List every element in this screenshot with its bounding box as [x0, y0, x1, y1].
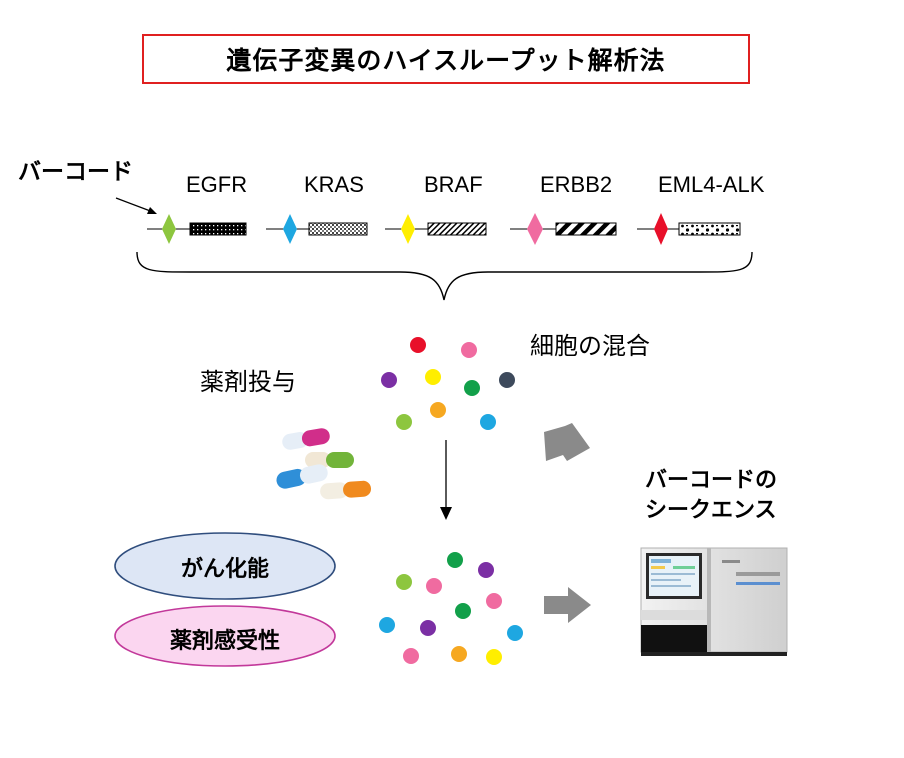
selected-cells-cluster: [379, 552, 523, 665]
cell-dot: [451, 646, 467, 662]
sequencing-label-line2: シークエンス: [645, 498, 777, 523]
barcode-construct-eml4-alk: [637, 213, 741, 245]
gene-block-erbb2: [555, 222, 617, 236]
cell-dot: [430, 402, 446, 418]
cell-dot: [507, 625, 523, 641]
cell-dot: [381, 372, 397, 388]
drug-capsules-icon: [276, 428, 372, 500]
cell-dot: [478, 562, 494, 578]
cell-dot: [480, 414, 496, 430]
cell-dot: [410, 337, 426, 353]
cell-dot: [420, 620, 436, 636]
block-arrow-to-sequencer-upper: [544, 423, 590, 461]
gene-label-egfr: EGFR: [186, 172, 248, 197]
cell-dot: [379, 617, 395, 633]
gene-block-eml4-alk: [678, 222, 741, 236]
cell-dot: [455, 603, 471, 619]
gene-label-eml4-alk: EML4-ALK: [658, 172, 765, 197]
cell-dot: [396, 574, 412, 590]
gene-label-erbb2: ERBB2: [540, 172, 613, 197]
grouping-brace: [136, 251, 753, 301]
cell-dot: [447, 552, 463, 568]
cell-dot: [396, 414, 412, 430]
barcode-marker-erbb2: [527, 213, 543, 245]
block-arrow-to-sequencer-lower: [544, 587, 591, 623]
down-arrow: [440, 440, 452, 520]
barcode-label: バーコード: [18, 159, 133, 185]
cell-dot: [425, 369, 441, 385]
cell-dot: [486, 593, 502, 609]
barcode-construct-egfr: [147, 214, 247, 244]
oncogenicity-ellipse: [114, 532, 336, 600]
barcode-marker-kras: [283, 214, 297, 244]
barcode-construct-kras: [266, 214, 368, 244]
mixed-cells-cluster: [381, 337, 515, 430]
barcode-construct-braf: [385, 214, 487, 244]
barcode-marker-braf: [401, 214, 415, 244]
barcode-pointer-arrow: [115, 197, 157, 214]
gene-label-braf: BRAF: [424, 172, 483, 197]
cell-dot: [426, 578, 442, 594]
oncogenicity-label: がん化能: [180, 557, 269, 582]
cell-dot: [403, 648, 419, 664]
sequencing-label-line1: バーコードの: [645, 468, 778, 493]
drug-sensitivity-ellipse: [114, 605, 336, 667]
gene-block-kras: [308, 222, 368, 236]
gene-label-kras: KRAS: [304, 172, 364, 197]
sequencer-machine-icon: [640, 547, 788, 656]
barcode-marker-eml4-alk: [654, 213, 668, 245]
title-box: 遺伝子変異のハイスループット解析法: [142, 34, 750, 84]
gene-block-braf: [427, 222, 487, 236]
cell-dot: [461, 342, 477, 358]
gene-block-egfr: [189, 222, 247, 236]
barcode-marker-egfr: [162, 214, 176, 244]
page-title: 遺伝子変異のハイスループット解析法: [226, 46, 666, 75]
drug-administration-label: 薬剤投与: [200, 368, 296, 396]
drug-sensitivity-label: 薬剤感受性: [169, 629, 280, 654]
cell-mixing-label: 細胞の混合: [530, 332, 650, 360]
cell-dot: [464, 380, 480, 396]
cell-dot: [486, 649, 502, 665]
barcode-construct-erbb2: [510, 213, 617, 245]
cell-dot: [499, 372, 515, 388]
